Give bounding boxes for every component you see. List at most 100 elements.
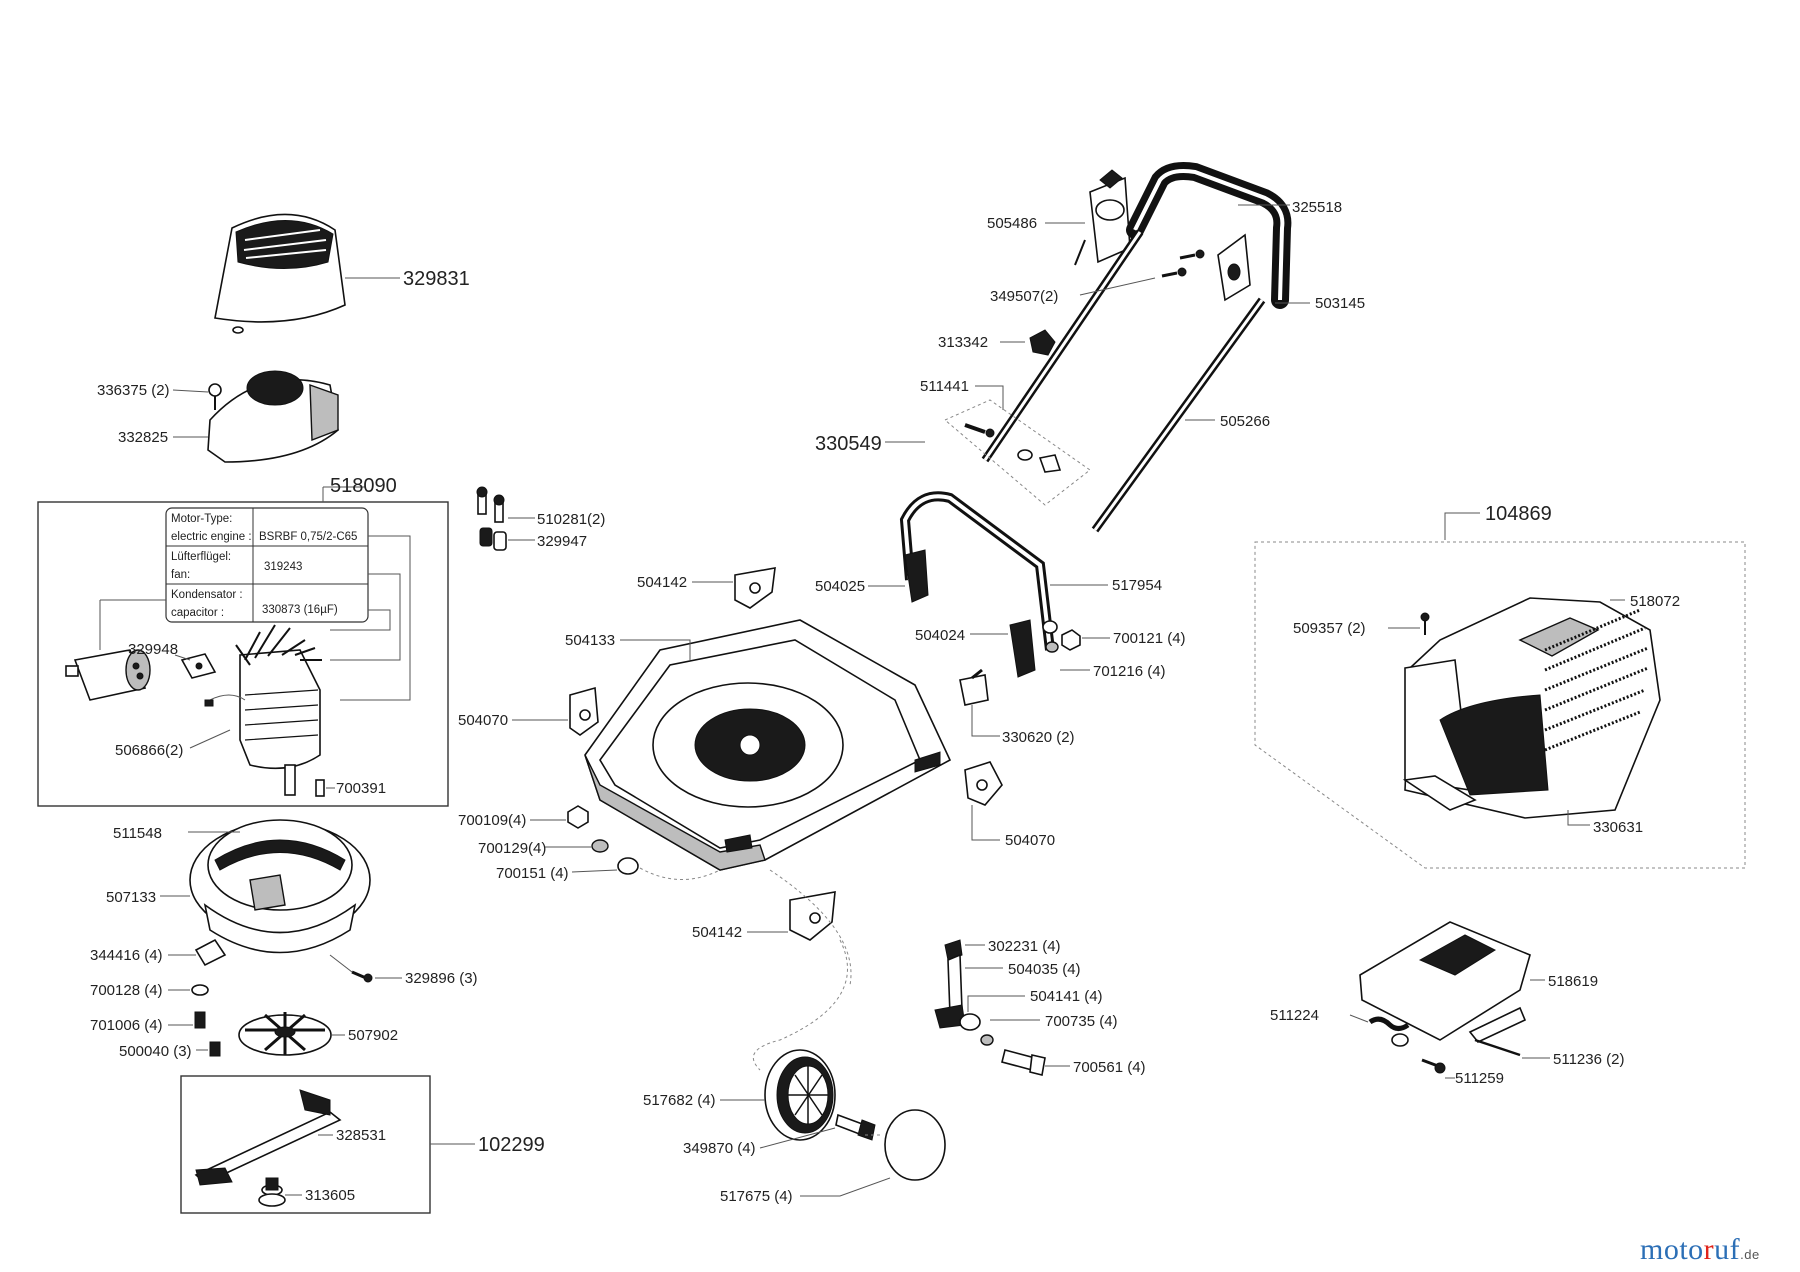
label-518619: 518619 — [1548, 973, 1598, 990]
hub-cap-part — [884, 1109, 946, 1181]
label-700391: 700391 — [336, 780, 386, 797]
table-capacitor-en: capacitor : — [171, 607, 224, 619]
label-517954: 517954 — [1112, 577, 1162, 594]
label-330631: 330631 — [1593, 819, 1643, 836]
table-fan-de: Lüfterflügel: — [171, 551, 231, 563]
label-504035: 504035 (4) — [1008, 961, 1081, 978]
label-700129: 700129(4) — [478, 840, 546, 857]
wheel-bolt-part — [835, 1113, 876, 1141]
wheel-part — [764, 1049, 836, 1141]
label-332825: 332825 — [118, 429, 168, 446]
label-700151: 700151 (4) — [496, 865, 569, 882]
label-336375: 336375 (2) — [97, 382, 170, 399]
label-500040: 500040 (3) — [119, 1043, 192, 1060]
clip-part — [194, 938, 227, 967]
grass-box-part — [1402, 597, 1661, 819]
label-700735: 700735 (4) — [1045, 1013, 1118, 1030]
flat-washer-part — [617, 857, 639, 875]
label-330620: 330620 (2) — [1002, 729, 1075, 746]
key-part — [315, 779, 325, 797]
table-fan-en: fan: — [171, 569, 190, 581]
table-motor-type-value: BSRBF 0,75/2-C65 — [259, 531, 357, 543]
label-701216: 701216 (4) — [1093, 663, 1166, 680]
label-330549: 330549 — [815, 433, 882, 455]
watermark-rest: uf — [1714, 1233, 1741, 1266]
label-329948: 329948 — [128, 641, 178, 658]
label-504024: 504024 — [915, 627, 965, 644]
nut-part — [567, 805, 589, 829]
label-349870: 349870 (4) — [683, 1140, 756, 1157]
watermark-main: moto — [1640, 1233, 1704, 1266]
mower-deck-housing-part — [584, 619, 952, 871]
spacer-part — [479, 527, 507, 551]
electric-motor-part — [204, 624, 322, 796]
height-lever-part — [934, 939, 966, 1029]
label-700121: 700121 (4) — [1113, 630, 1186, 647]
label-511224: 511224 — [1270, 1007, 1319, 1024]
table-fan-value: 319243 — [264, 561, 302, 573]
label-511236: 511236 (2) — [1553, 1051, 1624, 1068]
blade-bolt-part — [258, 1177, 286, 1207]
pin-screws-part — [476, 486, 505, 523]
capacitor-part — [65, 649, 151, 701]
label-329896: 329896 (3) — [405, 970, 478, 987]
label-328531: 328531 — [336, 1127, 386, 1144]
label-700128: 700128 (4) — [90, 982, 163, 999]
label-511548: 511548 — [113, 825, 162, 842]
label-511259: 511259 — [1455, 1070, 1504, 1087]
lid-spring-part — [1368, 1016, 1410, 1047]
label-505486: 505486 — [987, 215, 1037, 232]
motor-flange-part — [189, 819, 371, 954]
watermark-logo: motoruf.de — [1640, 1233, 1760, 1267]
label-518090: 518090 — [330, 475, 397, 497]
handle-knob-part — [1029, 329, 1056, 356]
label-517682: 517682 (4) — [643, 1092, 716, 1109]
label-509357: 509357 (2) — [1293, 620, 1366, 637]
label-329947: 329947 — [537, 533, 587, 550]
lid-screw-part — [1421, 1058, 1446, 1074]
handle-washer-part — [1045, 641, 1059, 653]
label-504142-a: 504142 — [637, 574, 687, 591]
label-518072: 518072 — [1630, 593, 1680, 610]
watermark-accent: r — [1703, 1233, 1715, 1266]
label-517675: 517675 (4) — [720, 1188, 793, 1205]
label-503145: 503145 — [1315, 295, 1365, 312]
grassbox-lid-part — [1359, 921, 1531, 1043]
lower-handle-part — [899, 491, 1055, 651]
label-504141: 504141 (4) — [1030, 988, 1103, 1005]
grassbox-screw-part — [1420, 612, 1430, 622]
motor-hood-part — [214, 213, 346, 334]
label-504025: 504025 — [815, 578, 865, 595]
label-504070-b: 504070 — [1005, 832, 1055, 849]
table-capacitor-value: 330873 (16µF) — [262, 604, 338, 616]
watermark-tld: .de — [1740, 1247, 1760, 1262]
lock-washer-part — [591, 839, 609, 853]
adjuster-washer-part — [959, 1013, 981, 1031]
washer-part — [191, 984, 209, 996]
motor-kit-box — [37, 501, 449, 807]
screw-part — [209, 1041, 221, 1057]
label-349507: 349507(2) — [990, 288, 1058, 305]
label-507902: 507902 — [348, 1027, 398, 1044]
label-505266: 505266 — [1220, 413, 1270, 430]
label-506866: 506866(2) — [115, 742, 183, 759]
lid-rod-part — [1474, 1038, 1521, 1057]
bolt-part — [194, 1011, 206, 1029]
label-507133: 507133 — [106, 889, 156, 906]
label-504070-a: 504070 — [458, 712, 508, 729]
label-510281: 510281(2) — [537, 511, 605, 528]
adjuster-spring-washer-part — [980, 1034, 994, 1046]
label-700561: 700561 (4) — [1073, 1059, 1146, 1076]
motor-spec-table: Motor-Type: electric engine : BSRBF 0,75… — [165, 507, 369, 623]
table-motor-type-de: Motor-Type: — [171, 513, 232, 525]
label-700109: 700109(4) — [458, 812, 526, 829]
blade-part — [194, 1089, 342, 1186]
label-329831: 329831 — [403, 268, 470, 290]
handle-bracket-left-part — [904, 549, 929, 603]
handle-bracket-right-part — [1009, 619, 1036, 678]
handle-nuts-part — [1042, 620, 1081, 651]
table-motor-type-en: electric engine : — [171, 531, 252, 543]
motor-cover-part — [207, 370, 339, 463]
clamp-plate-part — [959, 674, 989, 706]
